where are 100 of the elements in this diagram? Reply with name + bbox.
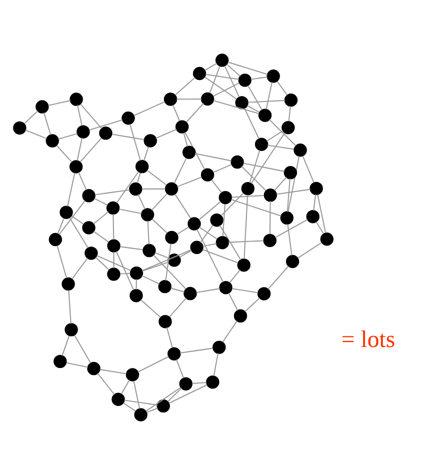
- connector: [94, 198, 108, 206]
- connector: [169, 297, 187, 317]
- connector: [152, 218, 168, 233]
- node-circle: [165, 230, 178, 244]
- connector: [58, 132, 78, 140]
- connector: [136, 278, 137, 289]
- connector: [151, 192, 168, 210]
- node-circle: [188, 216, 201, 230]
- connector: [58, 200, 86, 234]
- node-circle: [263, 233, 276, 247]
- node-circle: [36, 100, 49, 113]
- node-circle: [158, 314, 172, 328]
- connector: [287, 224, 292, 255]
- connector: [120, 246, 144, 250]
- connector: [232, 194, 264, 198]
- node-circle: [134, 408, 148, 421]
- connector: [142, 261, 169, 272]
- node-circle: [310, 181, 323, 195]
- node-circle: [280, 210, 294, 224]
- node-circle: [158, 279, 172, 293]
- node-circle: [257, 286, 271, 300]
- connector: [116, 170, 139, 203]
- node-circle: [62, 276, 75, 290]
- connector: [244, 297, 260, 312]
- connector: [43, 112, 52, 135]
- connector: [180, 347, 213, 353]
- node-circle: [54, 354, 67, 368]
- node-circle: [282, 120, 295, 134]
- connector: [274, 176, 287, 190]
- connector: [62, 335, 70, 356]
- connector: [69, 217, 88, 248]
- connector: [154, 252, 169, 258]
- connector: [198, 226, 218, 239]
- node-circle: [184, 286, 197, 300]
- connector: [276, 188, 310, 194]
- connector: [100, 368, 127, 374]
- connector: [274, 218, 308, 238]
- node-circle: [216, 235, 230, 249]
- connector: [204, 62, 218, 70]
- connector: [93, 210, 109, 224]
- connector: [213, 163, 232, 172]
- connector: [118, 208, 142, 214]
- node-circle: [210, 212, 224, 226]
- connector: [298, 242, 322, 258]
- connector: [176, 98, 202, 100]
- connector: [266, 82, 273, 109]
- connector: [25, 129, 47, 139]
- connector: [174, 193, 192, 218]
- connector: [156, 128, 177, 138]
- connector: [243, 162, 284, 172]
- connector: [172, 104, 180, 121]
- node-circle: [99, 126, 112, 140]
- node-circle: [130, 288, 143, 302]
- connector: [95, 188, 130, 195]
- connector: [202, 248, 238, 263]
- connector: [213, 82, 240, 96]
- connector: [56, 244, 68, 278]
- connector: [95, 256, 110, 270]
- connector: [200, 224, 214, 242]
- node-circle: [60, 205, 73, 218]
- connector: [266, 130, 284, 142]
- connector: [202, 242, 217, 246]
- connector: [57, 217, 64, 234]
- connector: [317, 194, 326, 232]
- connector: [250, 132, 286, 184]
- connector: [268, 144, 294, 150]
- connector: [80, 137, 102, 162]
- node-circle: [164, 182, 178, 195]
- connector: [112, 214, 114, 240]
- connector: [206, 73, 240, 80]
- connector: [248, 99, 285, 102]
- connector: [93, 230, 109, 242]
- node-circle: [258, 108, 272, 122]
- connector: [250, 76, 268, 80]
- connector: [146, 386, 182, 412]
- connector: [140, 298, 161, 318]
- connector: [269, 118, 296, 146]
- node-circle: [306, 209, 320, 223]
- connector: [220, 192, 244, 216]
- connector: [124, 399, 158, 406]
- connector: [76, 137, 83, 160]
- connector: [224, 65, 240, 97]
- connector: [196, 288, 220, 293]
- node-circle: [294, 143, 307, 156]
- connector: [97, 372, 115, 394]
- connector: [222, 320, 238, 342]
- connector: [120, 272, 130, 274]
- node-circle: [129, 182, 142, 196]
- connector: [183, 132, 188, 146]
- connector: [196, 228, 224, 282]
- connector: [66, 362, 88, 368]
- connector: [219, 224, 242, 260]
- node-circle: [87, 361, 100, 375]
- node-circle: [13, 120, 26, 134]
- connector: [231, 198, 282, 216]
- connector: [166, 326, 173, 348]
- connector: [288, 156, 300, 212]
- connector: [229, 269, 240, 282]
- node-circle: [82, 220, 96, 234]
- connector: [120, 379, 130, 394]
